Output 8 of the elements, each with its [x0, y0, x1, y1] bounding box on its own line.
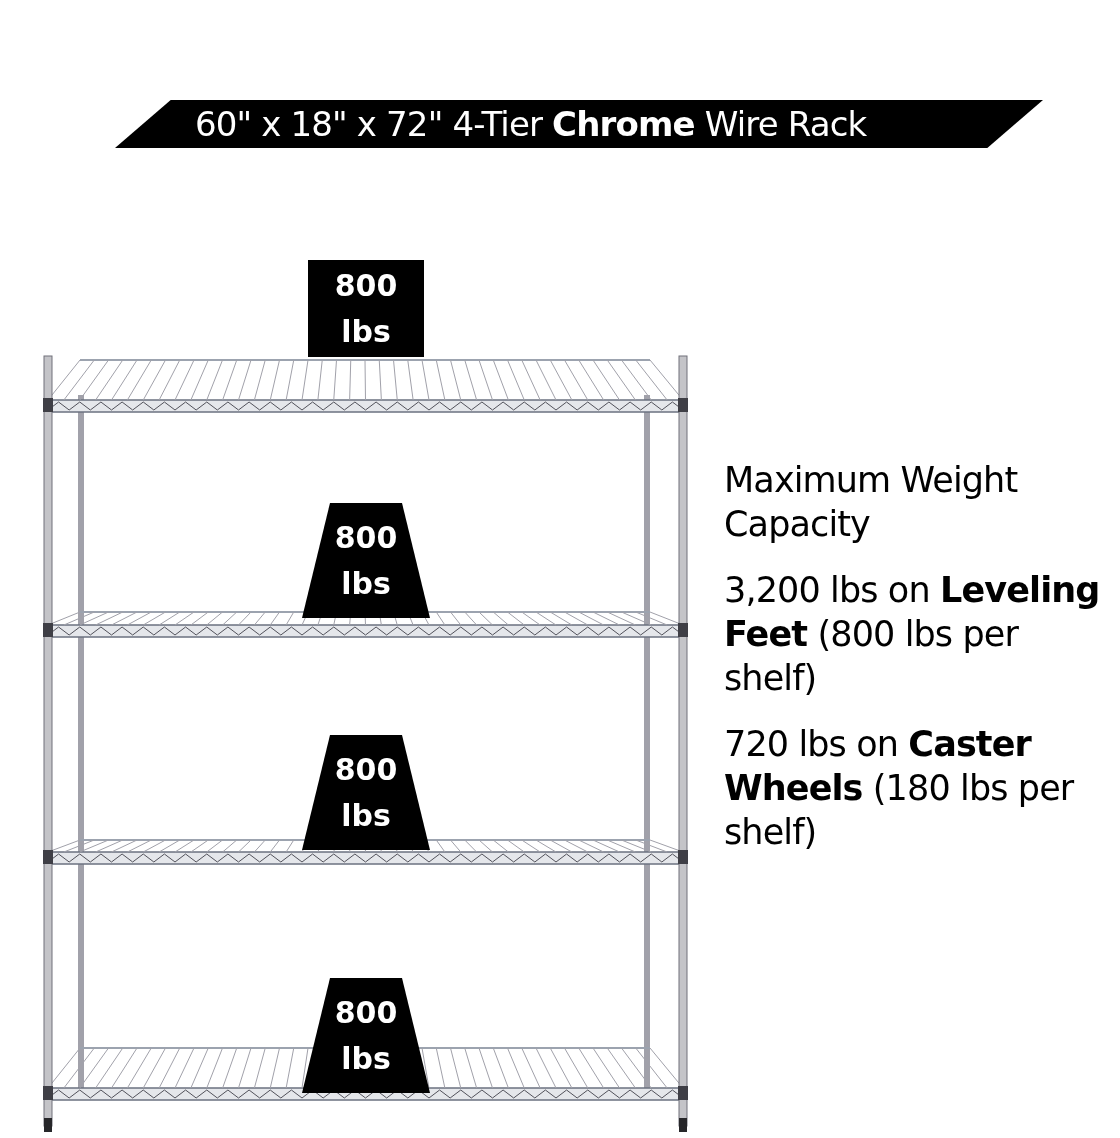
weight-badge: 800 lbs	[302, 735, 430, 850]
weight-badge: 800 lbs	[302, 978, 430, 1093]
title-banner: 60" x 18" x 72" 4-Tier Chrome Wire Rack	[115, 100, 1043, 148]
weight-badge: 800 lbs	[302, 503, 430, 618]
capacity-text: 720 lbs on Caster Wheels (180 lbs per shelf)	[724, 723, 1075, 854]
capacity-text: Maximum Weight Capacity	[724, 459, 1019, 546]
capacity-text: 3,200 lbs on Leveling Feet (800 lbs per shelf)	[724, 569, 1101, 700]
weight-badge: 800 lbs	[308, 260, 424, 357]
